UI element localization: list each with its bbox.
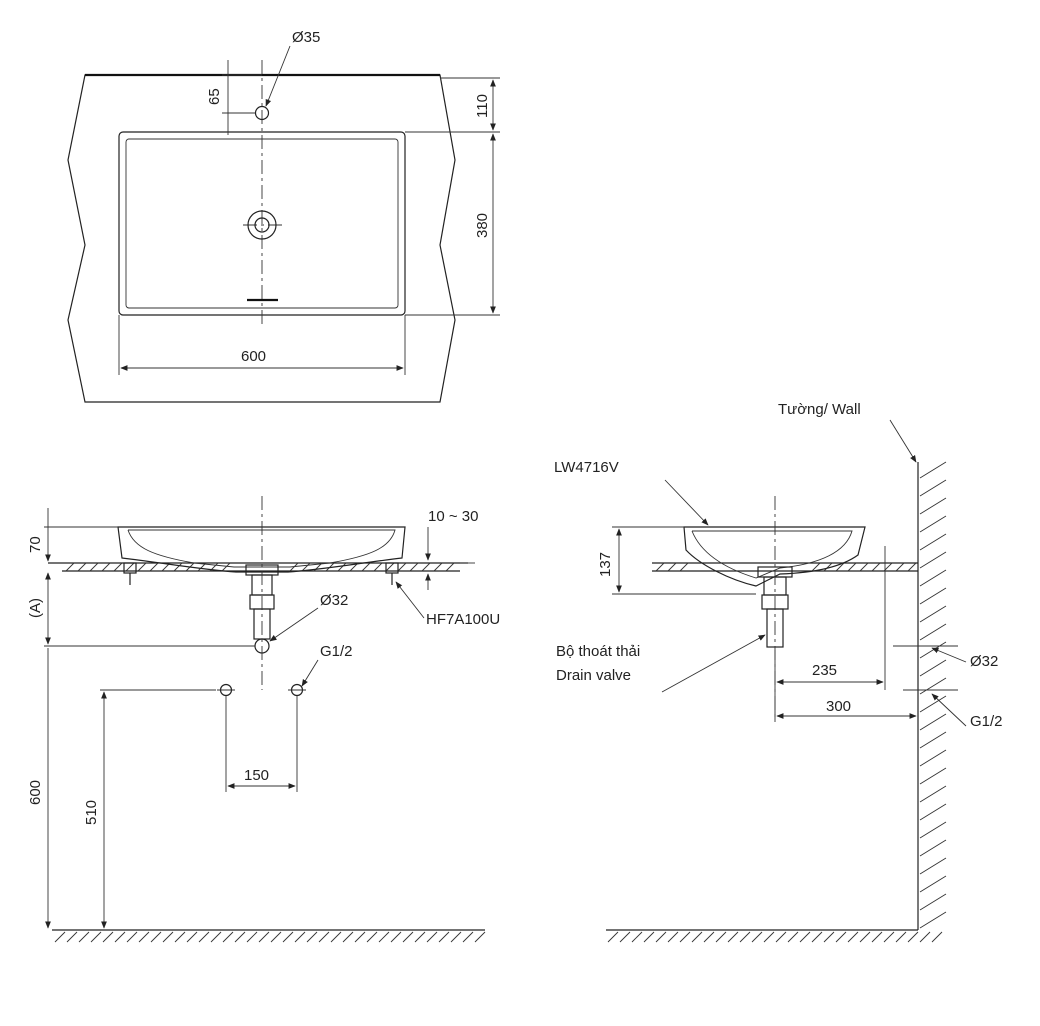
drain-label-vi: Bộ thoát thải (556, 643, 640, 660)
floor-hatch-front (54, 931, 486, 943)
drain-label-en: Drain valve (556, 667, 631, 684)
leader-supply-side (931, 693, 967, 727)
faucet-hole (254, 105, 270, 121)
drain-inner (254, 217, 270, 233)
dim-counter: 10 ~ 30 (428, 508, 478, 525)
leader-drain-front (269, 607, 319, 642)
dim-side-height: 137 (597, 552, 614, 577)
model-label: LW4716V (554, 459, 619, 476)
dim-supply-front: G1/2 (320, 643, 353, 660)
leader-supply-front (301, 659, 319, 687)
dim-drain-side: Ø32 (970, 653, 998, 670)
dim-width: 600 (241, 348, 266, 365)
dim-depth: 380 (474, 213, 491, 238)
dim-drain-front: Ø32 (320, 592, 348, 609)
leader-drain-side (931, 647, 967, 663)
leader-hole (265, 45, 291, 107)
drain-outer (247, 210, 277, 240)
side-basin-outer (683, 526, 866, 587)
part-code: HF7A100U (426, 611, 500, 628)
front-basin-outer (117, 526, 406, 573)
front-view: 70 10 ~ 30 (A) HF7A100U Ø32 G1/2 150 600 (27, 496, 500, 943)
dim-back: 110 (474, 94, 491, 118)
floor-hatch-side (607, 931, 943, 943)
front-basin-inner (127, 529, 396, 568)
side-view: Tường/ Wall LW4716V 137 Bộ thoát thả (554, 401, 1003, 943)
wall-hatch (919, 461, 947, 929)
leader-wall (889, 419, 917, 463)
leader-model (664, 479, 709, 526)
dim-300: 300 (826, 698, 851, 715)
top-view: Ø35 65 110 380 600 (67, 29, 500, 403)
dim-supply-height: 510 (83, 800, 100, 825)
leader-drain-valve (661, 634, 766, 693)
dim-a: (A) (27, 598, 44, 618)
dim-supply-side: G1/2 (970, 713, 1003, 730)
leader-part (395, 581, 425, 619)
side-basin-inner (691, 530, 853, 579)
dim-total-height: 600 (27, 780, 44, 805)
dim-supply-spacing: 150 (244, 767, 269, 784)
wall-label: Tường/ Wall (778, 401, 861, 418)
dim-rim: 70 (27, 536, 44, 553)
dim-hole-diameter: Ø35 (292, 29, 320, 46)
dim-235: 235 (812, 662, 837, 679)
dim-hole-offset: 65 (206, 88, 223, 105)
